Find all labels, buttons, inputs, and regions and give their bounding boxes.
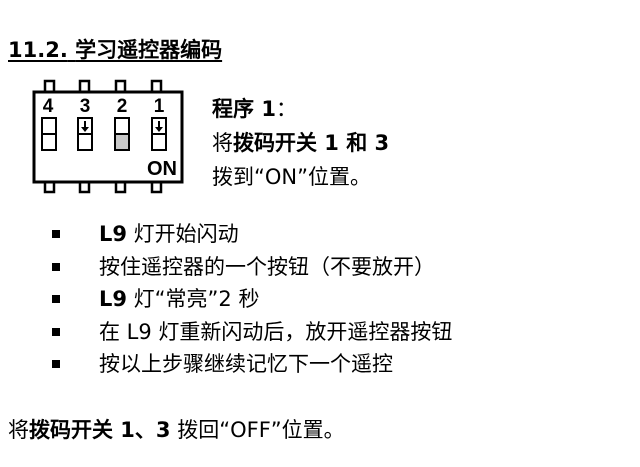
list-item: L9 灯开始闪动 xyxy=(52,218,452,251)
dip-on-label: ON xyxy=(147,158,177,180)
list-item-text: 按住遥控器的一个按钮（不要放开） xyxy=(99,254,435,279)
footer-prefix: 将 xyxy=(8,418,29,442)
list-item: 在 L9 灯重新闪动后，放开遥控器按钮 xyxy=(52,316,452,349)
step-label-colon: ： xyxy=(275,97,297,121)
dip-number: 2 xyxy=(117,96,128,117)
dip-switch-3 xyxy=(77,117,93,151)
list-item-text: 在 L9 灯重新闪动后，放开遥控器按钮 xyxy=(99,319,453,344)
step-label: 程序 1： xyxy=(212,92,389,126)
dip-number: 4 xyxy=(43,96,54,117)
step-line-2: 将拨码开关 1 和 3 xyxy=(212,126,389,160)
dip-switch-2 xyxy=(114,117,130,151)
list-item-bold: L9 xyxy=(99,287,127,311)
dip-number: 3 xyxy=(80,96,91,117)
section-title: 学习遥控器编码 xyxy=(75,38,223,62)
step-line-2-prefix: 将 xyxy=(212,131,233,155)
list-item: 按以上步骤继续记忆下一个遥控 xyxy=(52,348,452,381)
list-item-text: 灯“常亮”2 秒 xyxy=(127,287,260,311)
bullet-square-icon xyxy=(52,360,60,368)
footer-instruction: 将拨码开关 1、3 拨回“OFF”位置。 xyxy=(8,414,345,444)
bullet-square-icon xyxy=(52,327,60,336)
bullet-square-icon xyxy=(52,262,60,271)
list-item-text: 按以上步骤继续记忆下一个遥控 xyxy=(99,352,393,376)
list-item: L9 灯“常亮”2 秒 xyxy=(52,283,452,316)
bullet-list: L9 灯开始闪动 按住遥控器的一个按钮（不要放开） L9 灯“常亮”2 秒 在 … xyxy=(52,218,452,381)
step-instructions: 程序 1： 将拨码开关 1 和 3 拨到“ON”位置。 xyxy=(212,92,389,194)
section-number: 11.2. xyxy=(8,38,68,62)
footer-bold: 拨码开关 1、3 xyxy=(29,418,171,442)
list-item: 按住遥控器的一个按钮（不要放开） xyxy=(52,251,452,284)
section-heading: 11.2. 学习遥控器编码 xyxy=(8,34,222,64)
step-line-3: 拨到“ON”位置。 xyxy=(212,165,371,189)
dip-number: 1 xyxy=(154,96,165,117)
dip-switch-4 xyxy=(41,117,57,151)
step-line-2-bold: 拨码开关 1 和 3 xyxy=(233,131,390,155)
dip-switch-1 xyxy=(151,117,167,151)
step-label-text: 程序 xyxy=(212,97,262,121)
list-item-bold: L9 xyxy=(99,222,127,246)
step-label-number: 1 xyxy=(261,97,276,121)
list-item-text: 灯开始闪动 xyxy=(127,222,239,246)
footer-suffix: 拨回“OFF”位置。 xyxy=(170,418,345,442)
dip-switch-diagram: 4 3 2 1 ON xyxy=(32,79,184,194)
bullet-square-icon xyxy=(52,230,60,238)
bullet-square-icon xyxy=(52,295,60,303)
